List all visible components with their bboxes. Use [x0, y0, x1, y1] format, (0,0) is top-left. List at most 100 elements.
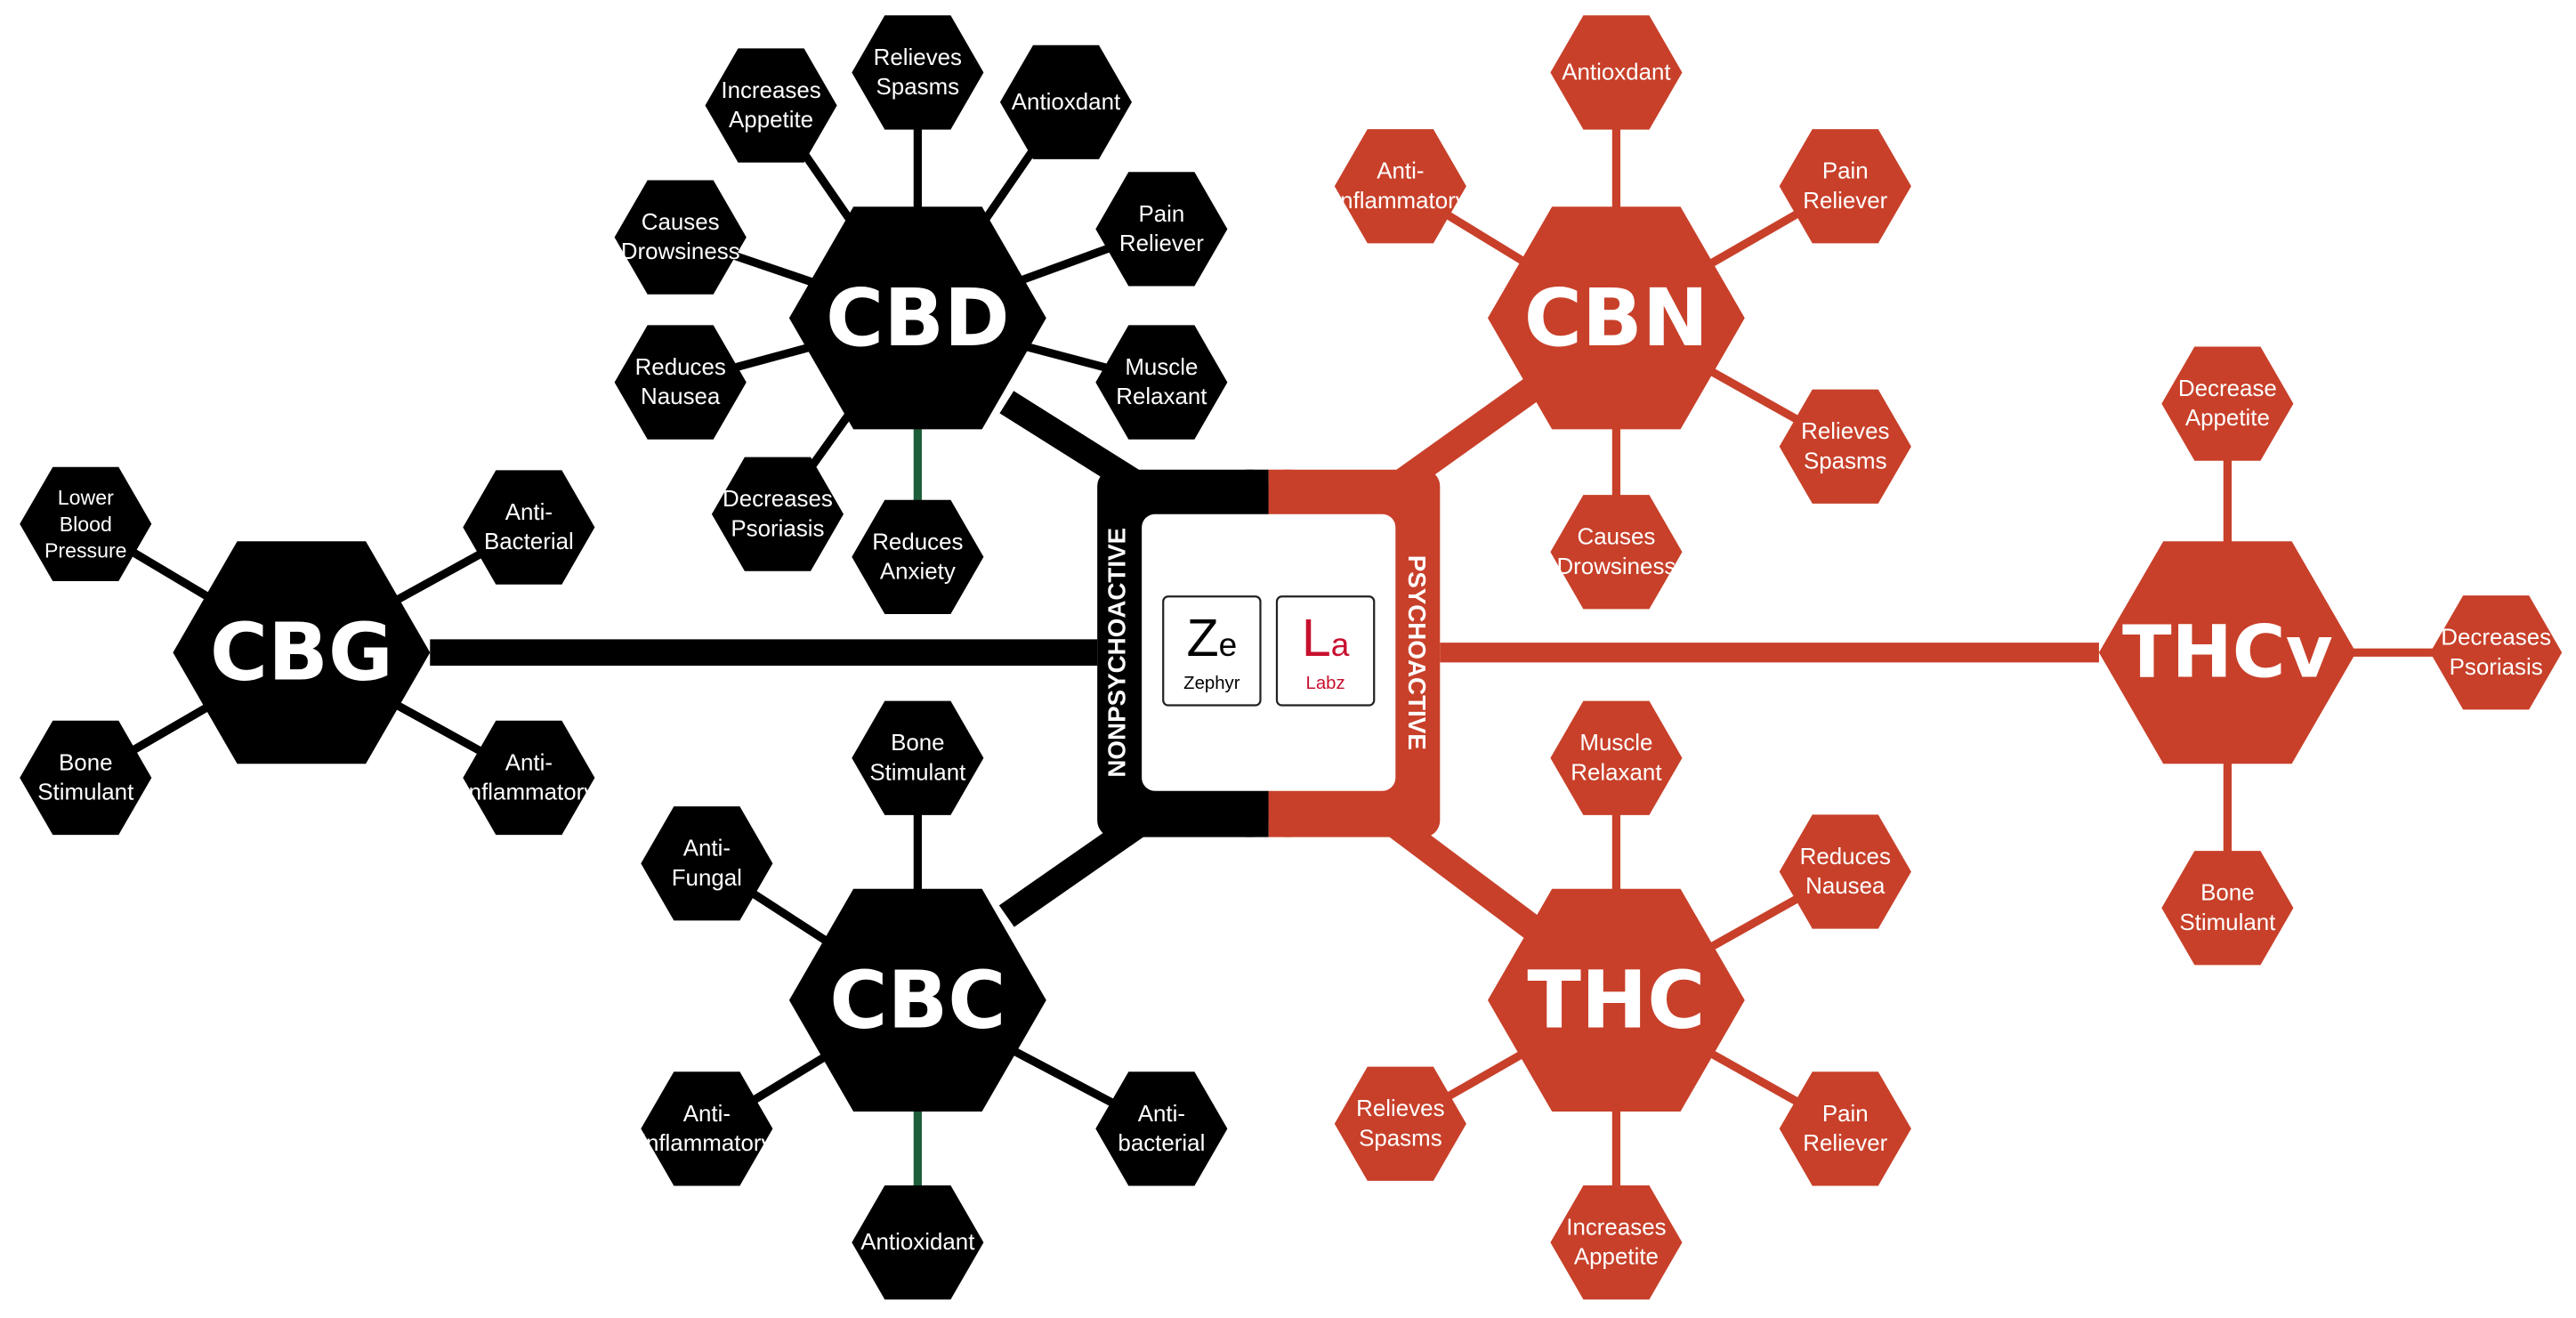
logo-panel — [1142, 513, 1396, 791]
benefit-label: Anti- — [505, 750, 553, 775]
benefit-hexagon — [1550, 1185, 1683, 1300]
hub-label-cbd: CBD — [826, 272, 1010, 364]
benefit-hexagon — [463, 720, 595, 836]
benefit-hexagon — [614, 325, 747, 440]
benefit-label: Stimulant — [2179, 910, 2276, 935]
benefit-hexagon — [1779, 129, 1911, 244]
benefit-hexagon — [852, 1185, 984, 1300]
benefit-label: Anti- — [505, 500, 553, 525]
benefit-label: Relieves — [1801, 419, 1889, 444]
benefit-hexagon — [852, 499, 984, 614]
hub-hexagon-cbg — [173, 541, 431, 764]
benefit-hexagon — [1779, 389, 1911, 504]
benefit-label: Fungal — [672, 866, 742, 891]
benefit-label: Inflammatory — [462, 780, 595, 805]
benefit-nodes: IncreasesAppetiteRelievesSpasmsAntioxdan… — [20, 15, 2563, 1300]
benefit-label: Increases — [1566, 1216, 1666, 1241]
benefit-hexagon — [20, 720, 152, 836]
benefit-label: Muscle — [1125, 355, 1198, 380]
benefit-hexagon — [2161, 346, 2294, 461]
benefit-label: Appetite — [729, 108, 813, 133]
benefit-label: Nausea — [1805, 874, 1886, 899]
benefit-hexagon — [852, 15, 984, 130]
benefit-label: Stimulant — [37, 780, 134, 805]
benefit-label: Spasms — [1804, 449, 1887, 473]
hub-label-cbg: CBG — [210, 607, 393, 699]
benefit-hexagon — [1779, 1071, 1911, 1186]
benefit-hexagon — [614, 180, 747, 295]
benefit-hexagon — [1550, 495, 1683, 610]
benefit-hexagon — [705, 48, 837, 163]
hub-hexagon-thc — [1488, 888, 1745, 1112]
benefit-hexagon — [641, 806, 773, 921]
hub-label-cbc: CBC — [829, 954, 1005, 1046]
benefit-label: Reliever — [1803, 189, 1887, 214]
benefit-label: Antioxdant — [1562, 60, 1671, 85]
benefit-hexagon — [1550, 700, 1683, 815]
benefit-label: Reliever — [1119, 231, 1204, 256]
benefit-label: Relieves — [1356, 1096, 1444, 1121]
benefit-label: Muscle — [1579, 731, 1652, 756]
benefit-hexagon — [999, 44, 1132, 159]
benefit-hexagon — [1095, 172, 1228, 287]
benefit-label: Decrease — [2178, 376, 2277, 401]
benefit-label: Drowsiness — [621, 239, 740, 264]
benefit-label: Bone — [891, 731, 945, 756]
benefit-label: Drowsiness — [1556, 554, 1676, 579]
benefit-label: Spasms — [1359, 1126, 1442, 1151]
benefit-hexagon — [1779, 814, 1911, 929]
logo-symbol: Ze — [1186, 608, 1237, 667]
benefit-hexagon — [852, 700, 984, 815]
benefit-label: Bone — [59, 750, 113, 775]
benefit-label: Inflammatory — [1334, 189, 1467, 214]
benefit-label: Causes — [1577, 525, 1655, 550]
benefit-label: Reduces — [1800, 845, 1891, 869]
benefit-label: Decreases — [723, 487, 833, 512]
trunk-line-thc — [1385, 813, 1540, 939]
benefit-label: Psoriasis — [731, 516, 824, 541]
hub-hexagon-cbn — [1488, 206, 1745, 430]
benefit-hexagon — [2161, 851, 2294, 966]
logo-tile-zephyr — [1162, 595, 1262, 707]
benefit-label: Anxiety — [880, 559, 956, 584]
benefit-hexagon — [641, 1071, 773, 1186]
benefit-hexagon — [1550, 15, 1683, 130]
benefit-label: Anti- — [683, 837, 731, 861]
benefit-label: Anti- — [1138, 1102, 1185, 1127]
benefit-label: Appetite — [1574, 1245, 1659, 1270]
benefit-hexagon — [1095, 325, 1228, 440]
benefit-label: Pain — [1138, 202, 1184, 227]
benefit-label: Psoriasis — [2450, 655, 2543, 680]
benefit-label: Anti- — [1377, 159, 1424, 184]
logo-name: Labz — [1306, 674, 1345, 693]
benefit-label: Blood — [60, 513, 112, 536]
benefit-hexagon — [1095, 1071, 1228, 1186]
nonpsychoactive-label: NONPSYCHOACTIVE — [1103, 528, 1131, 778]
benefit-hexagon — [1334, 129, 1466, 244]
benefit-label: Lower — [58, 486, 114, 509]
benefit-label: Relieves — [874, 45, 962, 70]
benefit-label: Antioxdant — [1012, 90, 1121, 115]
hub-label-thcv: THCv — [2122, 610, 2333, 695]
benefit-hexagon — [711, 457, 844, 571]
benefit-label: Relaxant — [1116, 384, 1207, 409]
hub-label-thc: THC — [1527, 954, 1705, 1046]
benefit-label: Spasms — [876, 75, 960, 100]
benefit-label: Relaxant — [1571, 760, 1662, 785]
benefit-label: bacterial — [1118, 1131, 1205, 1156]
logo-symbol: La — [1302, 608, 1350, 667]
benefit-label: Reduces — [872, 530, 963, 554]
benefit-label: Decreases — [2441, 626, 2551, 651]
benefit-hexagon — [1334, 1066, 1466, 1181]
psychoactive-label: PSYCHOACTIVE — [1403, 555, 1431, 750]
benefit-label: Pressure — [44, 538, 127, 562]
benefit-hexagon — [463, 470, 595, 585]
benefit-label: Reliever — [1803, 1131, 1887, 1156]
benefit-label: inflammatory — [641, 1131, 772, 1156]
benefit-label: Causes — [642, 210, 720, 235]
benefit-hexagon — [2430, 595, 2563, 710]
benefit-label: Bacterial — [484, 530, 574, 554]
